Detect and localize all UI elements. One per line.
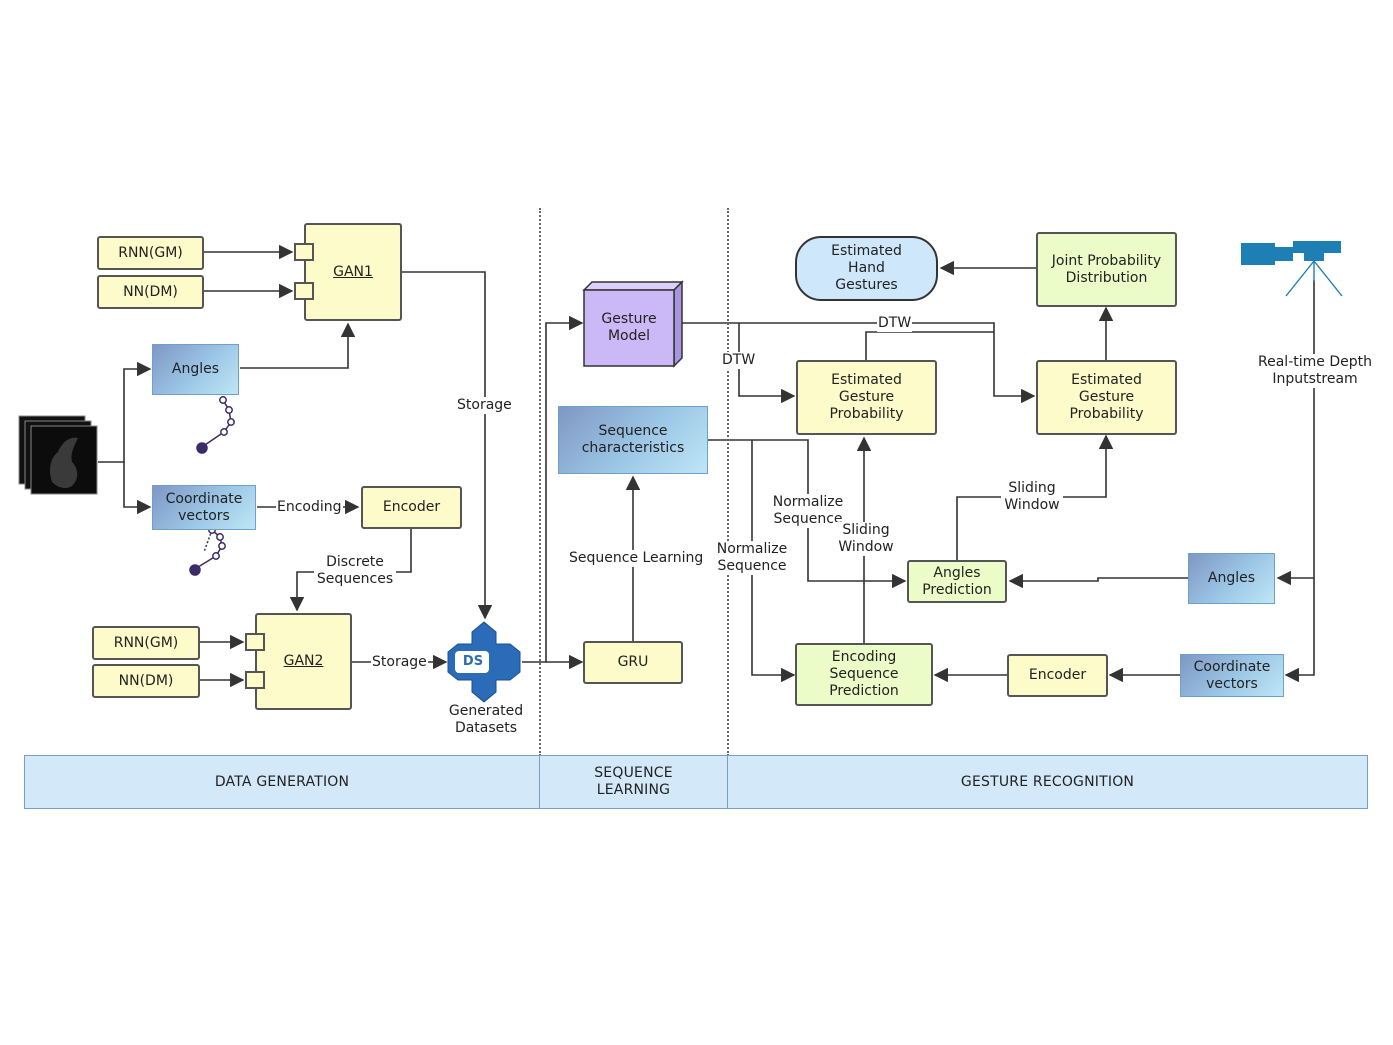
storage-label-bottom: Storage [371, 654, 428, 671]
band-sequence-learning: SEQUENCE LEARNING [539, 755, 728, 809]
edge-seqchar-to-encpred [751, 440, 796, 683]
gesture-model-label: Gesture Model [601, 311, 657, 344]
gan1-box: GAN1 [304, 223, 402, 321]
dtw-label-top: DTW [877, 315, 913, 332]
edge-gan1-storage [402, 271, 493, 620]
normalize-sequence-label-2: Normalize Sequence [714, 541, 790, 575]
realtime-depth-input-label: Real-time Depth Inputstream [1256, 354, 1374, 388]
band-data-generation: DATA GENERATION [24, 755, 540, 809]
edge-angles-to-angpred [1008, 573, 1188, 589]
generated-datasets-label: Generated Datasets [448, 703, 524, 736]
nn-dm-box-bottom: NN(DM) [92, 664, 200, 698]
gan1-port-top [294, 243, 314, 261]
depth-frames-icon [18, 415, 98, 495]
angles-box: Angles [152, 344, 239, 395]
gan2-port-bottom [245, 671, 265, 689]
edge-camera-to-coord [1284, 578, 1315, 683]
nn-dm-box-top: NN(DM) [97, 275, 204, 309]
gru-box: GRU [583, 641, 683, 684]
divider-left [539, 208, 541, 756]
dtw-label-left: DTW [721, 352, 757, 369]
edge-camera-to-angles [1276, 280, 1315, 586]
edge-frames-split [98, 361, 152, 463]
edge-gm-dtw-right [682, 322, 1036, 404]
skeleton-joints-icon [189, 526, 226, 576]
sliding-window-label-2: Sliding Window [1001, 480, 1063, 514]
dataset-store-icon [447, 621, 521, 703]
estimated-gesture-probability-right: Estimated Gesture Probability [1036, 360, 1177, 435]
band-gesture-recognition: GESTURE RECOGNITION [727, 755, 1368, 809]
gan1-label: GAN1 [333, 263, 373, 280]
joint-probability-box: Joint Probability Distribution [1036, 232, 1177, 307]
encoder-box-right: Encoder [1007, 654, 1108, 697]
edge-egp-left-to-joint [865, 331, 994, 360]
sequence-learning-label: Sequence Learning [568, 550, 705, 567]
discrete-sequences-label: Discrete Sequences [314, 554, 396, 588]
normalize-sequence-label-1: Normalize Sequence [770, 494, 846, 528]
depth-camera-icon [1241, 241, 1343, 297]
coordinate-vectors-box: Coordinate vectors [152, 485, 256, 530]
angles-prediction-box: Angles Prediction [907, 560, 1007, 603]
angles-input-box: Angles [1188, 553, 1275, 604]
edge-frames-to-coord [123, 462, 152, 515]
storage-label-top: Storage [456, 397, 513, 414]
edge-angles-to-gan1 [240, 322, 356, 369]
divider-right [727, 208, 729, 756]
estimated-hand-gestures-box: Estimated Hand Gestures [795, 236, 938, 301]
skeleton-joints-icon [196, 396, 235, 454]
coordinate-vectors-input-box: Coordinate vectors [1180, 654, 1284, 697]
edge-ds-to-gesture-model [522, 315, 584, 663]
gan1-port-bottom [294, 282, 314, 300]
rnn-gm-box-bottom: RNN(GM) [92, 626, 200, 660]
ds-logo-text: DS [462, 654, 484, 669]
estimated-gesture-probability-left: Estimated Gesture Probability [796, 360, 937, 435]
sliding-window-label-1: Sliding Window [835, 522, 897, 556]
gesture-model-cube [582, 280, 684, 368]
sequence-characteristics-box: Sequence characteristics [558, 406, 708, 474]
gan2-port-top [245, 633, 265, 651]
gan2-box: GAN2 [255, 613, 352, 710]
encoding-sequence-prediction-box: Encoding Sequence Prediction [795, 643, 933, 706]
rnn-gm-box-top: RNN(GM) [97, 236, 204, 270]
gan2-label: GAN2 [283, 653, 324, 669]
edge-gm-dtw-left [738, 323, 796, 404]
encoding-label: Encoding [276, 499, 343, 516]
encoder-box: Encoder [361, 486, 462, 529]
